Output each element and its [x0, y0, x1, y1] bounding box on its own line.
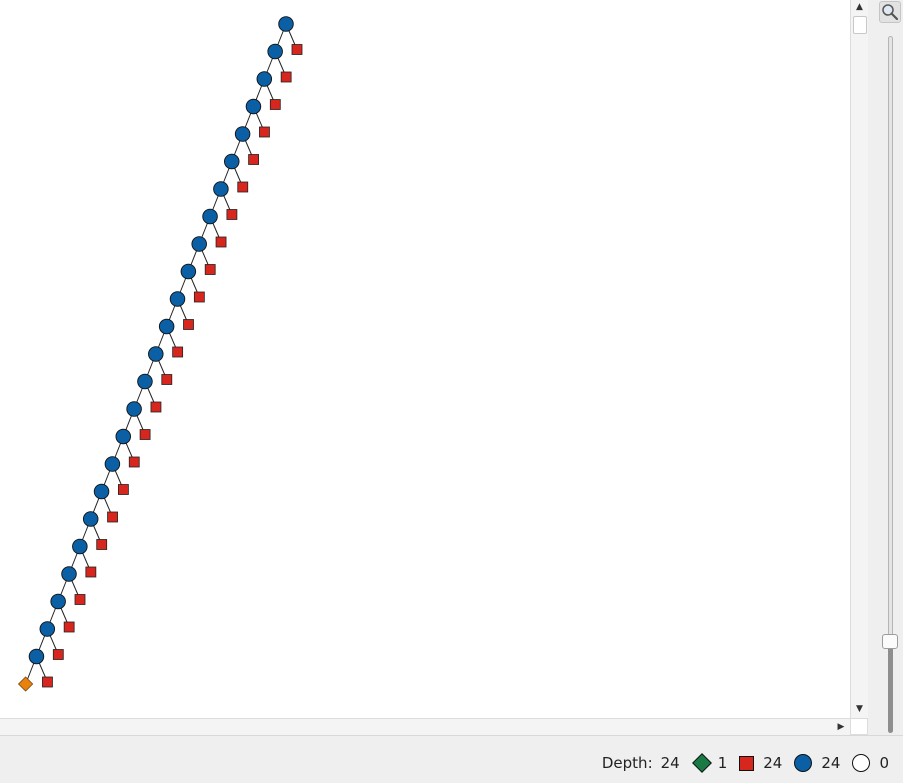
square-icon	[739, 755, 755, 771]
terminal-square-node	[107, 511, 118, 523]
scrollbar-corner	[850, 718, 868, 735]
decision-circle-node	[234, 126, 251, 142]
terminal-square-node	[42, 676, 53, 688]
zoom-slider-fill	[888, 642, 893, 733]
diamond-icon	[691, 753, 712, 773]
decision-circle-node	[61, 566, 77, 582]
terminal-square-node	[172, 346, 184, 358]
terminal-square-node	[226, 209, 238, 220]
decision-circle-node	[115, 428, 131, 445]
decision-circle-node	[104, 456, 121, 472]
terminal-square-node	[269, 99, 281, 110]
terminal-square-node	[237, 181, 249, 193]
decision-circle-node	[126, 401, 142, 417]
decision-circle-node	[148, 346, 164, 362]
square-count: 24	[763, 754, 783, 772]
terminal-square-node	[52, 649, 64, 660]
decision-circle-node	[245, 98, 262, 115]
scroll-up-arrow-icon[interactable]: ▲	[856, 2, 863, 12]
decision-circle-node	[180, 263, 197, 280]
zoom-slider-track[interactable]	[888, 36, 893, 733]
tree-nodes	[17, 16, 303, 692]
terminal-square-node	[193, 291, 205, 303]
decision-circle-node	[278, 16, 294, 32]
terminal-square-node	[248, 154, 260, 165]
decision-circle-node	[191, 236, 207, 252]
scroll-right-arrow-icon[interactable]: ▶	[837, 722, 845, 732]
filled-circle-icon	[794, 754, 813, 772]
terminal-square-node	[183, 319, 194, 330]
tree-diagram	[17, 16, 303, 692]
terminal-square-node	[161, 374, 173, 385]
decision-circle-node	[213, 181, 229, 197]
depth-label: Depth:	[601, 754, 653, 772]
magnifier-icon	[882, 4, 899, 21]
decision-circle-node	[93, 483, 110, 500]
terminal-square-node	[150, 401, 162, 413]
terminal-square-node	[118, 484, 129, 495]
decision-circle-node	[256, 71, 273, 87]
empty-circle-count: 0	[879, 754, 889, 772]
decision-circle-node	[202, 208, 218, 225]
tree-canvas[interactable]	[0, 0, 850, 718]
zoom-button[interactable]	[879, 1, 901, 23]
scroll-down-arrow-icon[interactable]: ▼	[856, 704, 863, 714]
decision-circle-node	[223, 153, 240, 170]
vertical-scroll-thumb[interactable]	[853, 16, 867, 34]
status-bar: Depth: 24 1 24 24 0	[0, 735, 903, 783]
depth-value: 24	[660, 754, 680, 772]
terminal-square-node	[291, 44, 303, 55]
decision-circle-node	[28, 648, 45, 665]
decision-circle-node	[158, 318, 175, 335]
terminal-square-node	[259, 126, 270, 138]
decision-circle-node	[72, 538, 88, 555]
diamond-count: 1	[717, 754, 728, 772]
decision-circle-node	[82, 511, 99, 527]
zoom-panel	[868, 0, 903, 735]
horizontal-scrollbar[interactable]: ▶	[0, 718, 850, 735]
terminal-square-node	[128, 456, 140, 468]
terminal-square-node	[139, 429, 151, 440]
decision-circle-node	[137, 373, 153, 390]
decision-circle-node	[39, 621, 56, 637]
terminal-square-node	[96, 539, 108, 550]
zoom-slider-handle[interactable]	[882, 634, 898, 649]
leaf-diamond-node	[17, 676, 34, 692]
terminal-square-node	[204, 264, 216, 275]
decision-circle-node	[50, 593, 66, 610]
terminal-square-node	[74, 594, 86, 605]
decision-circle-node	[169, 291, 186, 307]
empty-circle-icon	[852, 754, 871, 772]
terminal-square-node	[280, 71, 292, 83]
filled-circle-count: 24	[821, 754, 841, 772]
terminal-square-node	[215, 236, 227, 248]
terminal-square-node	[63, 621, 75, 633]
terminal-square-node	[85, 566, 97, 578]
vertical-scrollbar[interactable]: ▲ ▼	[850, 0, 868, 718]
decision-circle-node	[267, 43, 283, 60]
